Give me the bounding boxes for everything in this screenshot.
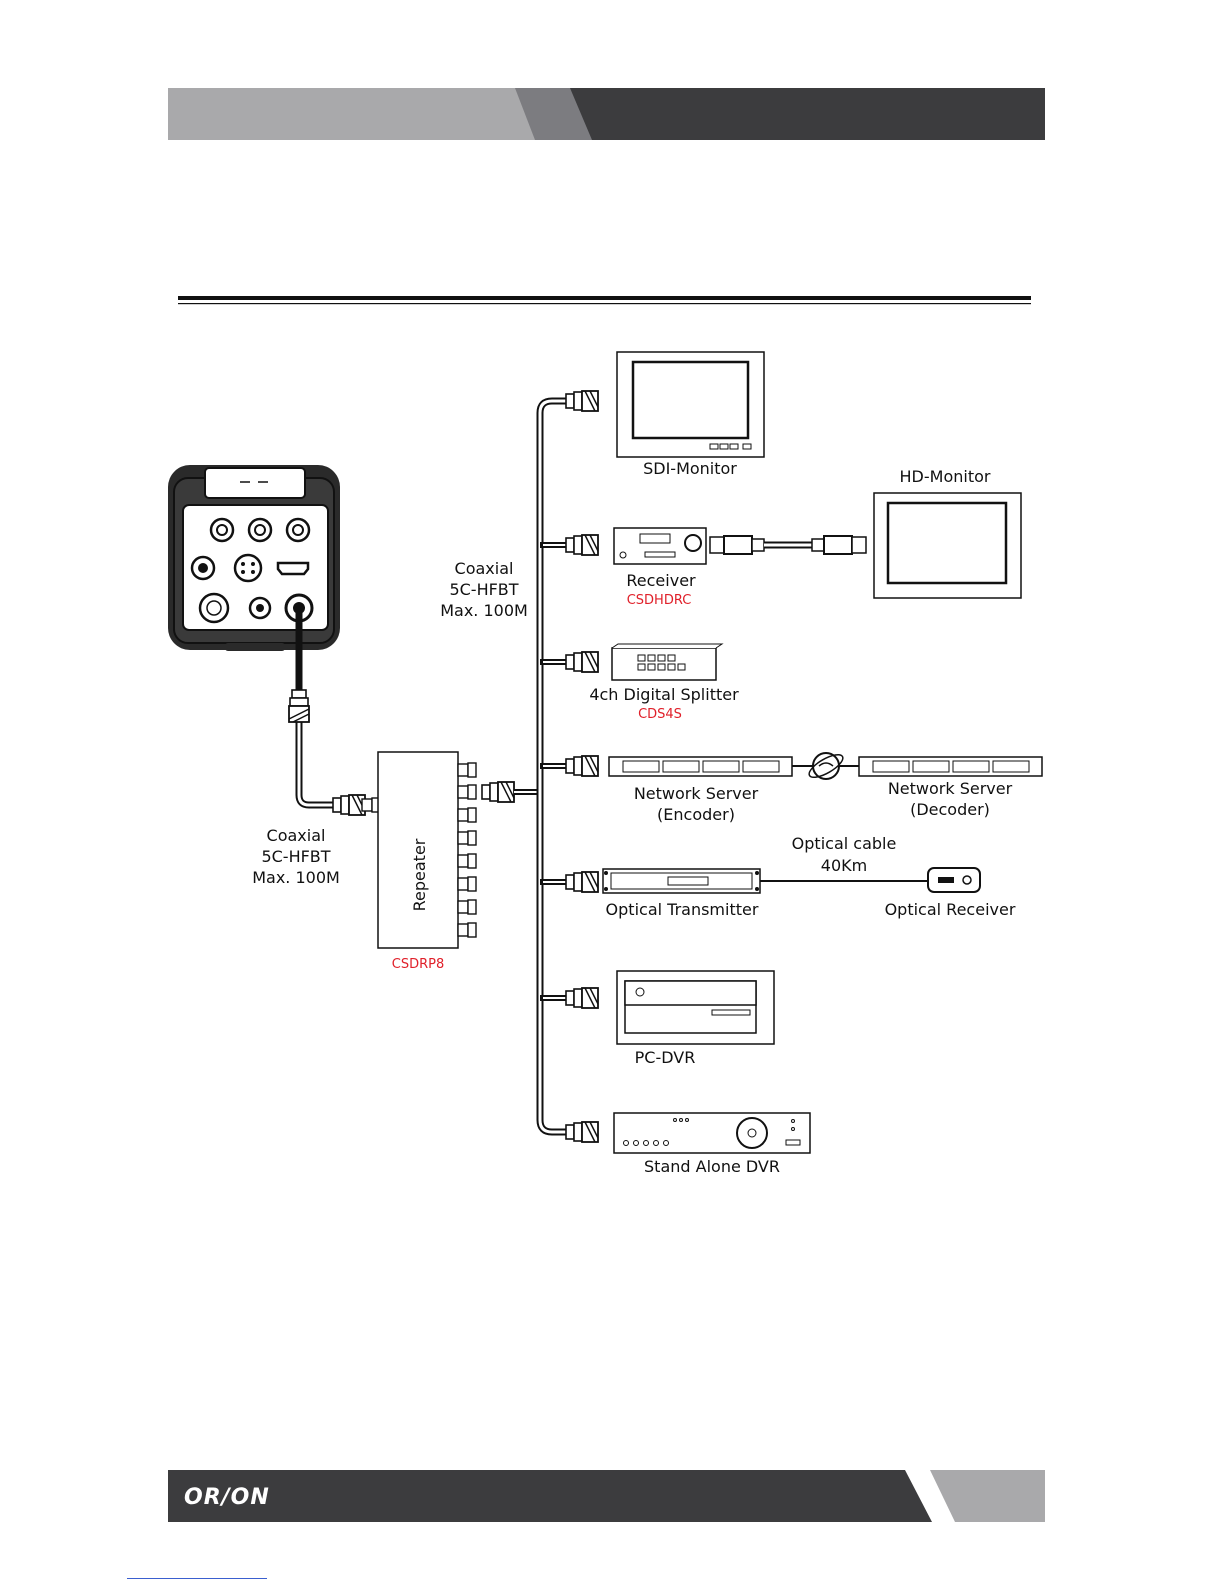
connection-diagram: Repeater CSDRP8 Coaxial 5C-HFBT Max. 100… bbox=[0, 290, 1225, 1190]
hd-monitor-label: HD-Monitor bbox=[900, 467, 991, 486]
internet-icon bbox=[806, 750, 846, 781]
coax-left-line3: Max. 100M bbox=[252, 868, 340, 887]
pc-dvr bbox=[617, 971, 774, 1044]
repeater-model: CSDRP8 bbox=[392, 957, 444, 972]
optical-rx-label: Optical Receiver bbox=[885, 900, 1016, 919]
splitter-model: CDS4S bbox=[638, 707, 682, 722]
encoder-label-1: Network Server bbox=[634, 784, 759, 803]
optical-cable-label-1: Optical cable bbox=[792, 834, 897, 853]
receiver-label: Receiver bbox=[626, 571, 696, 590]
splitter-label: 4ch Digital Splitter bbox=[589, 685, 739, 704]
hdmi-cable bbox=[710, 536, 866, 554]
footer-band-light bbox=[930, 1470, 1045, 1522]
standalone-dvr bbox=[614, 1113, 810, 1153]
bnc-repeater-in bbox=[333, 795, 365, 815]
header-band-light bbox=[168, 88, 540, 140]
optical-receiver bbox=[928, 868, 980, 892]
optical-tx-label: Optical Transmitter bbox=[606, 900, 759, 919]
sdi-monitor bbox=[617, 352, 764, 457]
orion-logo: OR/ON bbox=[184, 1485, 270, 1510]
header-band-dark bbox=[570, 88, 1045, 140]
coax-right-line2: 5C-HFBT bbox=[449, 580, 518, 599]
pc-dvr-label: PC-DVR bbox=[635, 1048, 696, 1067]
receiver-device bbox=[614, 528, 706, 564]
bottom-underline bbox=[127, 1578, 267, 1579]
receiver-model: CSDHDRC bbox=[627, 593, 692, 608]
bnc-repeater-out bbox=[482, 782, 514, 802]
coax-right-line3: Max. 100M bbox=[440, 601, 528, 620]
camera-rear bbox=[168, 465, 340, 651]
optical-cable-label-2: 40Km bbox=[821, 856, 867, 875]
coax-left-line2: 5C-HFBT bbox=[261, 847, 330, 866]
standalone-dvr-label: Stand Alone DVR bbox=[644, 1157, 780, 1176]
network-server-encoder bbox=[609, 757, 792, 776]
header-band bbox=[0, 0, 1225, 160]
splitter-device bbox=[612, 644, 722, 680]
coax-right-line1: Coaxial bbox=[455, 559, 514, 578]
decoder-label-2: (Decoder) bbox=[910, 800, 990, 819]
decoder-label-1: Network Server bbox=[888, 779, 1013, 798]
footer-band: OR/ON bbox=[0, 1470, 1225, 1540]
hd-monitor bbox=[874, 493, 1021, 598]
network-server-decoder bbox=[859, 757, 1042, 776]
sdi-monitor-label: SDI-Monitor bbox=[643, 459, 737, 478]
footer-band-dark bbox=[168, 1470, 932, 1522]
encoder-label-2: (Encoder) bbox=[657, 805, 735, 824]
bnc-camera bbox=[289, 690, 309, 722]
coax-left-line1: Coaxial bbox=[267, 826, 326, 845]
repeater-label: Repeater bbox=[410, 838, 429, 911]
optical-transmitter bbox=[603, 869, 760, 893]
